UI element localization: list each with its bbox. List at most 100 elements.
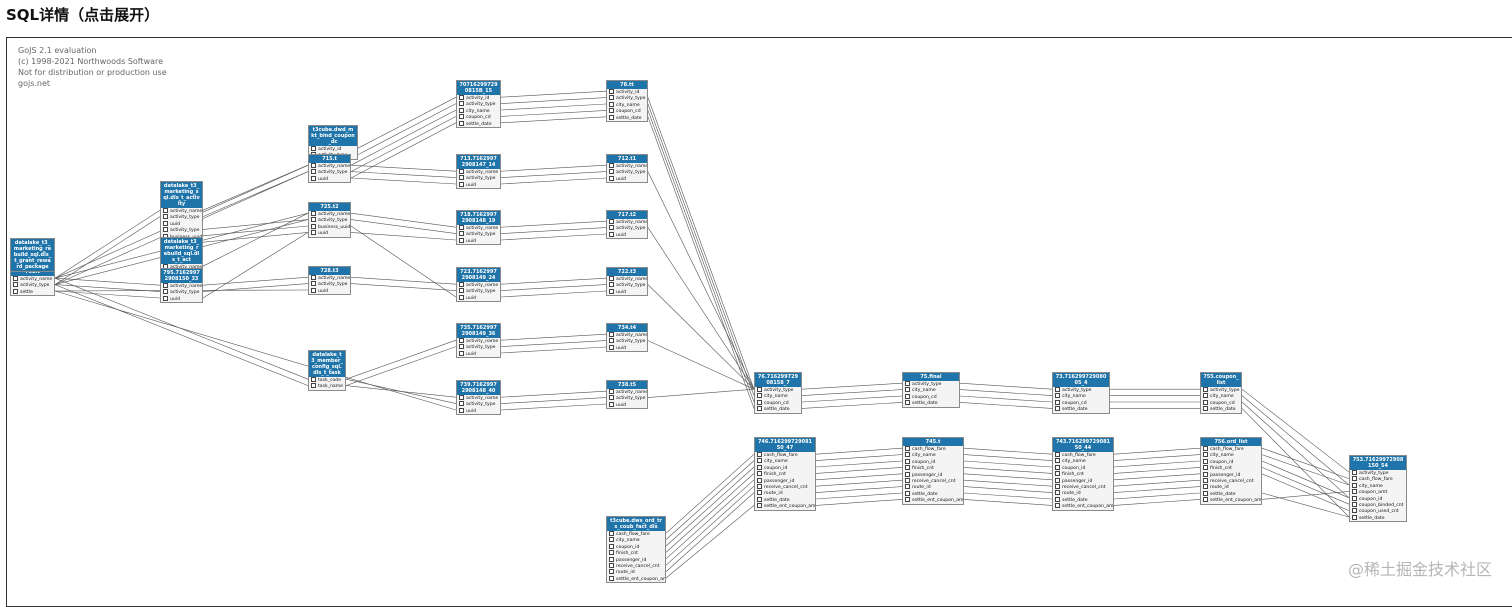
table-node-field[interactable]: activity_name <box>457 338 500 344</box>
table-node-field[interactable]: uuid <box>607 175 647 182</box>
table-node-field[interactable]: receive_cancel_cnt <box>1201 477 1261 484</box>
table-node-field[interactable]: settle_date <box>903 490 963 497</box>
table-node-field[interactable]: activity_type <box>161 227 202 233</box>
table-node-field[interactable]: coupon_id <box>1053 464 1113 471</box>
table-node-field[interactable]: settle_ent_coupon_amt <box>1201 497 1261 503</box>
lineage-diagram-canvas[interactable]: GoJS 2.1 evaluation (c) 1998-2021 Northw… <box>6 37 1512 607</box>
table-node-field[interactable]: uuid <box>457 294 500 301</box>
table-node-field[interactable]: coupon_cd <box>755 399 801 406</box>
table-node[interactable]: datalake_t3_marketing_rebuild_sql.dls_t_… <box>160 237 203 272</box>
table-node-field[interactable]: passenger_id <box>1201 471 1261 478</box>
table-node-field[interactable]: activity_name <box>309 211 350 217</box>
table-node-field[interactable]: activity_type <box>607 338 647 344</box>
table-node-field[interactable]: settle_ent_coupon_amt <box>755 503 815 509</box>
table-node-field[interactable]: cash_flow_fare <box>1053 452 1113 458</box>
table-node-field[interactable]: route_id <box>1053 490 1113 496</box>
table-node-field[interactable]: activity_name <box>457 169 500 175</box>
table-node-field[interactable]: uuid <box>607 401 647 408</box>
table-node-field[interactable]: coupon_id <box>755 464 815 471</box>
table-node-field[interactable]: activity_type <box>457 344 500 350</box>
table-node-field[interactable]: coupon_cd <box>903 393 959 400</box>
table-node-field[interactable]: city_name <box>1053 458 1113 464</box>
table-node-field[interactable]: activity_name <box>457 395 500 401</box>
table-node-field[interactable]: activity_type <box>607 95 647 101</box>
table-node-field[interactable]: uuid <box>457 237 500 244</box>
table-node-field[interactable]: settle_ent_coupon_amt <box>607 575 665 582</box>
table-node-field[interactable]: receive_cancel_cnt <box>903 477 963 484</box>
table-node-field[interactable]: settle_date <box>1201 406 1241 412</box>
table-node-field[interactable]: settle_date <box>1053 496 1113 503</box>
table-node-field[interactable]: activity_type <box>309 281 350 287</box>
table-node-field[interactable]: uuid <box>457 350 500 357</box>
table-node-field[interactable]: passenger_id <box>607 556 665 563</box>
table-node-field[interactable]: city_name <box>903 387 959 393</box>
table-node-field[interactable]: activity_type <box>1350 470 1406 476</box>
table-node-field[interactable]: settle_date <box>903 400 959 406</box>
table-node-field[interactable]: activity_type <box>1201 387 1241 393</box>
table-node-field[interactable]: coupon_cd <box>1053 399 1109 406</box>
table-node-field[interactable]: activity_name <box>161 208 202 214</box>
table-node-field[interactable]: city_name <box>1350 482 1406 489</box>
table-node-field[interactable]: uuid <box>309 230 350 236</box>
table-node-field[interactable]: cash_flow_fare <box>1201 446 1261 452</box>
table-node-field[interactable]: uuid <box>457 407 500 414</box>
table-node-field[interactable]: coupon_id <box>1350 495 1406 502</box>
table-node-field[interactable]: coupon_used_cnt <box>1350 508 1406 514</box>
table-node-field[interactable]: settle_date <box>755 496 815 503</box>
table-node-field[interactable]: city_name <box>1201 452 1261 458</box>
table-node-field[interactable]: coupon_id <box>903 458 963 465</box>
table-node-field[interactable]: settle_date <box>607 114 647 121</box>
table-node-field[interactable]: city_name <box>457 107 500 114</box>
table-node-field[interactable]: activity_type <box>161 289 202 295</box>
table-node-field[interactable]: activity_type <box>457 231 500 237</box>
table-node-field[interactable]: activity_type <box>161 214 202 220</box>
table-node-field[interactable]: activity_name <box>161 283 202 289</box>
table-node-field[interactable]: activity_name <box>309 163 350 169</box>
table-node-field[interactable]: city_name <box>903 452 963 458</box>
table-node-field[interactable]: settle_ent_coupon_amt <box>903 497 963 503</box>
table-node-field[interactable]: settle_date <box>1053 406 1109 412</box>
table-node-field[interactable]: route_id <box>903 484 963 490</box>
table-node-field[interactable]: passenger_id <box>755 477 815 484</box>
table-node-field[interactable]: activity_type <box>607 282 647 288</box>
table-node-field[interactable]: coupon_binded_cnt <box>1350 501 1406 508</box>
table-node-field[interactable]: activity_type <box>755 387 801 393</box>
table-node-field[interactable]: finish_cnt <box>1201 465 1261 471</box>
table-node-field[interactable]: city_name <box>755 458 815 464</box>
table-node-field[interactable]: settle_date <box>755 406 801 412</box>
table-node-field[interactable]: city_name <box>1201 393 1241 399</box>
table-node-field[interactable]: route_id <box>1201 484 1261 490</box>
table-node-field[interactable]: business_uuid <box>309 223 350 230</box>
table-node-field[interactable]: coupon_cd <box>457 114 500 120</box>
table-node-field[interactable]: activity_id <box>607 89 647 95</box>
table-node-field[interactable]: receive_cancel_cnt <box>1053 483 1113 490</box>
table-node-field[interactable]: activity_name <box>309 275 350 281</box>
table-node-field[interactable]: uuid <box>309 287 350 294</box>
table-node-field[interactable]: cash_flow_fare <box>755 452 815 458</box>
table-node-field[interactable]: activity_id <box>309 146 357 152</box>
table-node-field[interactable]: cash_flow_fare <box>1350 476 1406 482</box>
table-node-field[interactable]: activity_type <box>457 175 500 181</box>
table-node-field[interactable]: route_id <box>607 569 665 575</box>
table-node-field[interactable]: activity_name <box>607 219 647 225</box>
table-node-field[interactable]: uuid <box>607 231 647 238</box>
